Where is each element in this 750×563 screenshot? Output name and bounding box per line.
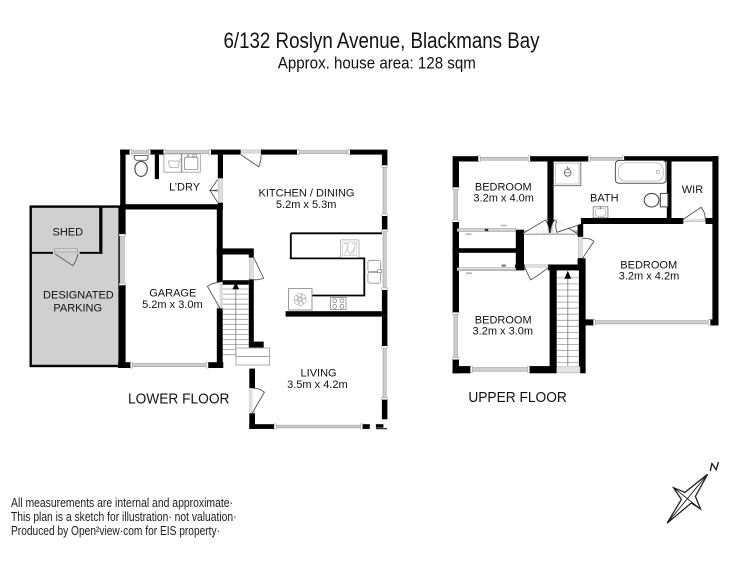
svg-text:L’DRY: L’DRY [169, 182, 201, 194]
svg-text:BATH: BATH [590, 193, 619, 205]
svg-text:PARKING: PARKING [53, 302, 102, 314]
svg-text:5.2m x 5.3m: 5.2m x 5.3m [276, 199, 337, 211]
svg-text:3.5m x 4.2m: 3.5m x 4.2m [287, 379, 348, 391]
svg-text:This plan is a sketch for illu: This plan is a sketch for illustration· … [11, 509, 237, 524]
svg-text:Produced by Open²view·com for: Produced by Open²view·com for EIS proper… [11, 523, 220, 538]
svg-text:GARAGE: GARAGE [149, 288, 196, 300]
svg-text:3.2m x 4.0m: 3.2m x 4.0m [473, 193, 534, 205]
svg-text:KITCHEN / DINING: KITCHEN / DINING [259, 188, 355, 200]
svg-text:DESIGNATED: DESIGNATED [43, 289, 114, 301]
svg-text:LIVING: LIVING [301, 368, 337, 380]
svg-text:3.2m x 4.2m: 3.2m x 4.2m [619, 271, 680, 283]
svg-text:LOWER FLOOR: LOWER FLOOR [128, 391, 230, 407]
svg-text:5.2m x 3.0m: 5.2m x 3.0m [142, 299, 203, 311]
svg-text:BEDROOM: BEDROOM [475, 181, 532, 193]
svg-text:BEDROOM: BEDROOM [620, 259, 677, 271]
svg-text:Approx. house area: 128 sqm: Approx. house area: 128 sqm [278, 55, 476, 73]
svg-text:6/132 Roslyn Avenue, Blackmans: 6/132 Roslyn Avenue, Blackmans Bay [224, 28, 540, 53]
svg-text:3.2m x 3.0m: 3.2m x 3.0m [473, 326, 534, 338]
svg-text:UPPER FLOOR: UPPER FLOOR [468, 390, 567, 406]
svg-text:All measurements are internal: All measurements are internal and approx… [11, 495, 233, 510]
svg-text:WIR: WIR [682, 184, 703, 196]
svg-text:SHED: SHED [53, 226, 84, 238]
svg-text:BEDROOM: BEDROOM [475, 314, 532, 326]
